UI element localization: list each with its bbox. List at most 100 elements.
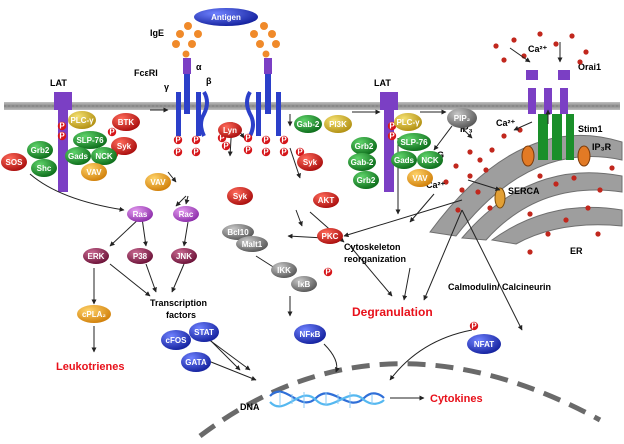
node-ikb-label: IκB xyxy=(298,280,311,289)
ca-lower-label: Ca²⁺ xyxy=(426,180,446,190)
phospho-tag xyxy=(191,147,201,157)
nucleus-envelope xyxy=(198,361,602,438)
node-bcl10-shape xyxy=(222,224,254,240)
phospho-tag-label: P xyxy=(263,136,269,145)
node-grb2-r2-shape xyxy=(353,171,379,189)
node-gab2-b-label: Gab-2 xyxy=(351,158,374,167)
node-gata-label: GATA xyxy=(185,358,207,367)
node-rac: Rac xyxy=(173,206,199,222)
node-stat-shape xyxy=(189,322,219,342)
node-cfos-label: cFOS xyxy=(166,336,188,345)
node-rac-label: Rac xyxy=(179,210,194,219)
phospho-tag-label: P xyxy=(263,148,269,157)
node-nfkb-shape xyxy=(294,324,326,344)
node-btk-label: BTK xyxy=(118,118,135,127)
phospho-tag xyxy=(261,135,271,145)
orai1-label: Orai1 xyxy=(578,62,601,72)
node-btk-shape xyxy=(112,113,140,131)
node-nfat-label: NFAT xyxy=(474,340,494,349)
node-pi3k-label: PI3K xyxy=(329,120,347,129)
node-plcg-left-label: PLC-γ xyxy=(70,116,94,125)
gamma-label: γ xyxy=(164,82,169,92)
lat-left-label: LAT xyxy=(50,78,67,88)
node-gads-left: Gads xyxy=(65,147,91,165)
node-vav-left-label: VAV xyxy=(86,168,102,177)
phospho-tag xyxy=(469,321,479,331)
node-ras-label: Ras xyxy=(133,210,148,219)
phospho-tag xyxy=(173,147,183,157)
node-erk-label: ERK xyxy=(88,252,105,261)
phospho-tag-label: P xyxy=(325,268,331,277)
alpha-label: α xyxy=(196,62,202,72)
fceri-receptor-left xyxy=(176,58,209,137)
phospho-tag-label: P xyxy=(245,134,251,143)
node-akt-shape xyxy=(313,192,339,208)
ip3-label: IP₃ xyxy=(460,124,473,134)
node-slp76-left-label: SLP-76 xyxy=(76,136,104,145)
phospho-tag-label: P xyxy=(389,122,395,131)
node-malt1: Malt1 xyxy=(236,236,268,252)
node-pkc-label: PKC xyxy=(322,232,339,241)
antigen-label: Antigen xyxy=(211,13,241,22)
node-bcl10: Bcl10 xyxy=(222,224,254,240)
node-grb2-r2-label: Grb2 xyxy=(357,176,376,185)
phospho-tag-label: P xyxy=(175,148,181,157)
lat-left-receptor xyxy=(58,92,68,192)
node-ikk-label: IKK xyxy=(277,266,291,275)
phospho-tag xyxy=(295,147,305,157)
node-grb2-left-shape xyxy=(27,141,53,159)
node-cpla2-label: cPLA₂ xyxy=(82,310,106,319)
node-nfat-shape xyxy=(467,334,501,354)
lat-right-receptor xyxy=(384,92,394,192)
node-slp76-right-label: SLP-76 xyxy=(400,138,428,147)
node-gab2-shape xyxy=(294,115,322,133)
node-nfkb: NFκB xyxy=(294,324,326,344)
node-gata: GATA xyxy=(181,352,211,372)
node-nck-right-label: NCK xyxy=(421,156,439,165)
node-nfat: NFAT xyxy=(467,334,501,354)
node-syk-mid-label: Syk xyxy=(233,192,248,201)
node-p38: P38 xyxy=(127,248,153,264)
node-gads-right: Gads xyxy=(391,151,417,169)
node-grb2-r2: Grb2 xyxy=(353,171,379,189)
node-stat: STAT xyxy=(189,322,219,342)
node-sos-label: SOS xyxy=(6,158,24,167)
phospho-tag xyxy=(279,147,289,157)
degranulation-label: Degranulation xyxy=(352,305,433,319)
node-lyn-shape xyxy=(218,122,242,138)
phospho-tag xyxy=(323,267,333,277)
node-vav-mid-shape xyxy=(145,173,171,191)
node-pkc-shape xyxy=(317,228,343,244)
node-cpla2-shape xyxy=(77,305,111,323)
node-nfkb-label: NFκB xyxy=(300,330,321,339)
node-nck-right-shape xyxy=(417,151,443,169)
phospho-tag xyxy=(191,135,201,145)
serca-pump xyxy=(494,187,506,209)
phospho-tag xyxy=(261,147,271,157)
dna-label: DNA xyxy=(240,402,260,412)
node-gab2-b: Gab-2 xyxy=(348,153,376,171)
node-pi3k-shape xyxy=(324,115,352,133)
node-nck-right: NCK xyxy=(417,151,443,169)
node-grb2-left: Grb2 xyxy=(27,141,53,159)
node-p38-shape xyxy=(127,248,153,264)
node-nck-left: NCK xyxy=(91,147,117,165)
phospho-tag-label: P xyxy=(219,134,225,143)
node-grb2-r1-label: Grb2 xyxy=(355,142,374,151)
node-malt1-shape xyxy=(236,236,268,252)
node-pip2: PIP₂ xyxy=(447,108,477,128)
node-pip2-label: PIP₂ xyxy=(454,114,471,123)
ip3r-label: IP₃R xyxy=(592,142,612,152)
node-syk-left-shape xyxy=(111,137,137,155)
phospho-tag-label: P xyxy=(109,128,115,137)
phospho-tag xyxy=(387,131,397,141)
fceri-label: FcεRI xyxy=(134,68,158,78)
node-gab2: Gab-2 xyxy=(294,115,322,133)
node-syk-mid: Syk xyxy=(227,187,253,205)
node-pi3k: PI3K xyxy=(324,115,352,133)
node-akt-label: AKT xyxy=(318,196,335,205)
node-gads-right-label: Gads xyxy=(394,156,415,165)
phospho-tag-label: P xyxy=(389,132,395,141)
node-jnk-label: JNK xyxy=(176,252,192,261)
node-gads-left-label: Gads xyxy=(68,152,89,161)
